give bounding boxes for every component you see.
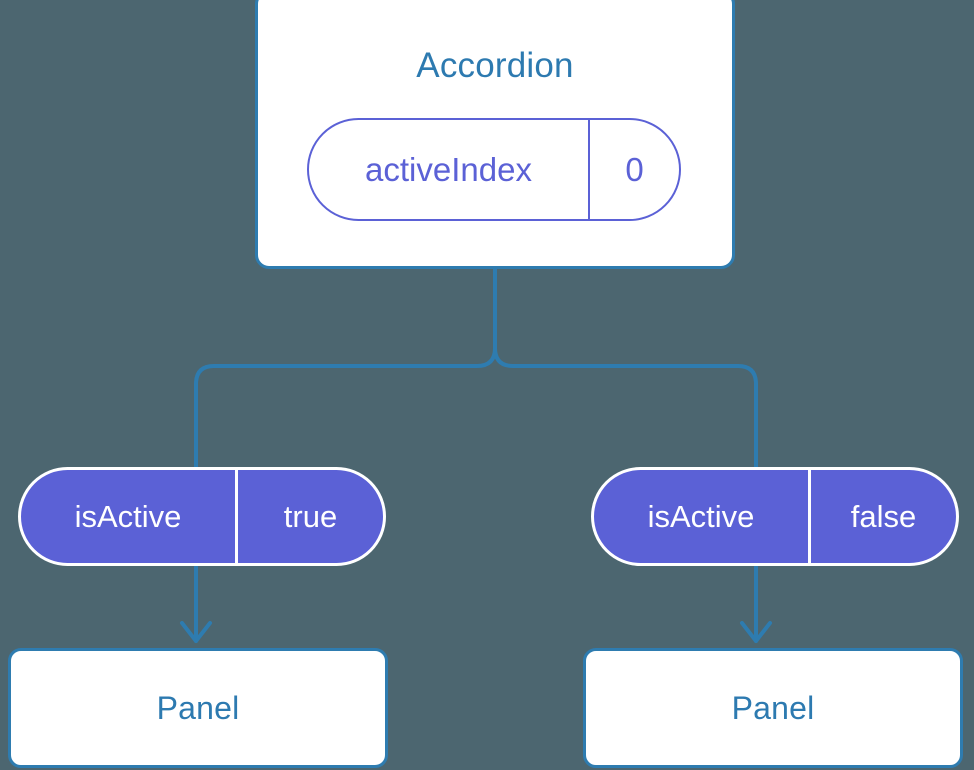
panel-node-left[interactable]: Panel (8, 648, 388, 768)
state-pill-value: 0 (588, 120, 679, 219)
prop-pill-value-left: true (235, 470, 383, 563)
state-pill-active-index[interactable]: activeIndex 0 (307, 118, 681, 221)
prop-pill-value-right: false (808, 470, 956, 563)
prop-pill-key-right: isActive (647, 499, 755, 534)
connector-arrow-right (740, 565, 772, 643)
prop-pill-is-active-right[interactable]: isActive false (591, 467, 959, 566)
connector-arrow-left (180, 565, 212, 643)
prop-pill-key-left: isActive (74, 499, 182, 534)
panel-node-right[interactable]: Panel (583, 648, 963, 768)
panel-title-right: Panel (731, 690, 815, 726)
panel-title-left: Panel (156, 690, 240, 726)
state-pill-key: activeIndex (365, 151, 532, 188)
accordion-title: Accordion (416, 46, 574, 85)
prop-pill-is-active-left[interactable]: isActive true (18, 467, 386, 566)
connector-branch-tree (194, 266, 758, 469)
